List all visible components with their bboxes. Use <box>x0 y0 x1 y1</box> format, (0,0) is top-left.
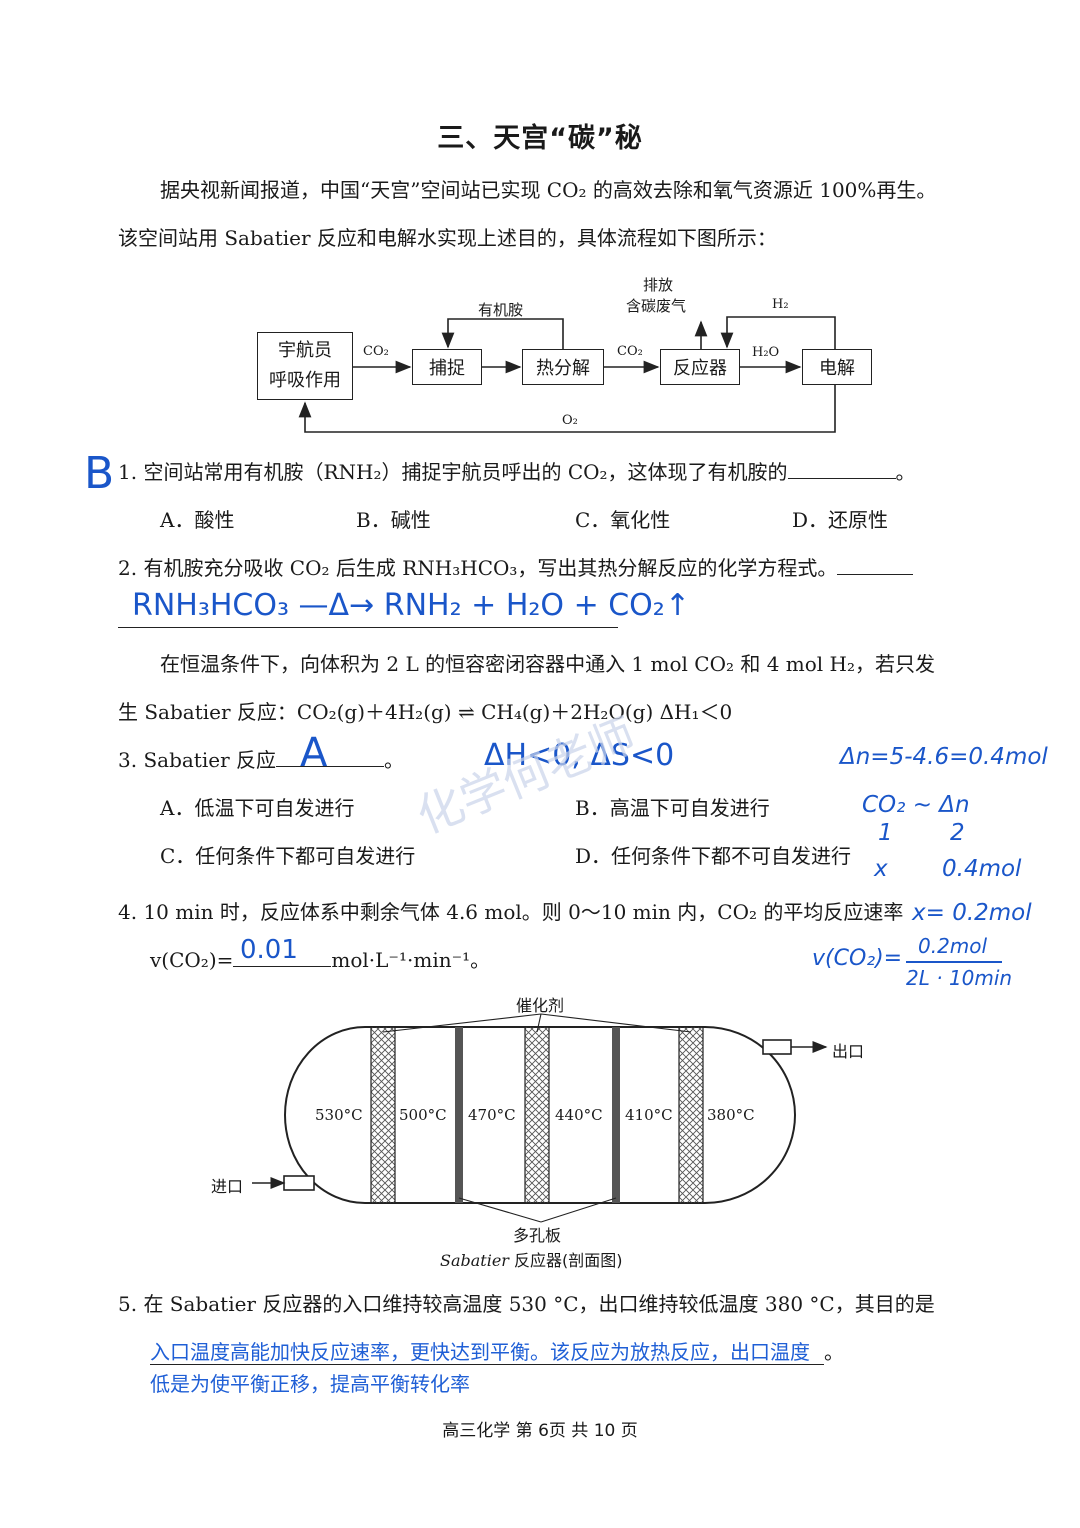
q1-text: 空间站常用有机胺（RNH₂）捕捉宇航员呼出的 CO₂，这体现了有机胺的 <box>143 460 788 484</box>
q1-option-c: C．氧化性 <box>575 508 671 532</box>
q1-option-a: A．酸性 <box>160 508 235 532</box>
exhaust-label-2: 含碳废气 <box>626 297 687 315</box>
q3-number: 3. <box>118 748 138 772</box>
catalyst-label: 催化剂 <box>516 996 565 1015</box>
q4-number: 4. <box>118 900 138 924</box>
reactor-drawing <box>252 1013 828 1223</box>
q1-end: 。 <box>895 460 916 484</box>
electrolysis-box: 电解 <box>802 349 872 385</box>
q3-question: 3. Sabatier 反应 。 <box>118 744 404 773</box>
temp-zone-2: 500°C <box>399 1106 447 1124</box>
q5-answer-1: 入口温度高能加快反应速率，更快达到平衡。该反应为放热反应，出口温度 <box>150 1340 824 1365</box>
temp-zone-6: 380°C <box>707 1106 755 1124</box>
amine-label: 有机胺 <box>478 301 524 319</box>
reactor-caption: Sabatier 反应器(剖面图) <box>440 1247 623 1271</box>
q3-text: Sabatier 反应 <box>143 748 276 772</box>
co2-label-1: CO₂ <box>363 344 389 359</box>
page-footer: 高三化学 第 6页 共 10 页 <box>442 1421 638 1441</box>
astronaut-box: 宇航员 呼吸作用 <box>257 332 353 400</box>
astronaut-label-2: 呼吸作用 <box>269 370 341 391</box>
q1-handwritten-answer: B <box>84 448 115 499</box>
condition-line-2: 生 Sabatier 反应：CO₂(g)＋4H₂(g) ⇌ CH₄(g)＋2H₂… <box>118 700 733 724</box>
q5-answer-end: 。 <box>824 1340 844 1364</box>
exhaust-label-1: 排放 <box>643 276 674 294</box>
temp-zone-3: 470°C <box>468 1106 516 1124</box>
q1-question: 1. 空间站常用有机胺（RNH₂）捕捉宇航员呼出的 CO₂，这体现了有机胺的 。 <box>118 456 916 485</box>
q5-answer-line-1: 入口温度高能加快反应速率，更快达到平衡。该反应为放热反应，出口温度。 <box>150 1336 844 1365</box>
temp-zone-5: 410°C <box>625 1106 673 1124</box>
q5-answer-2: 低是为使平衡正移，提高平衡转化率 <box>150 1372 470 1396</box>
note-fraction-bar <box>906 961 1002 963</box>
page-title: 三、天宫“碳”秘 <box>437 123 643 154</box>
intro-line-1: 据央视新闻报道，中国“天宫”空间站已实现 CO₂ 的高效去除和氧气资源近 100… <box>160 178 937 202</box>
caption-sabatier: Sabatier <box>440 1251 509 1270</box>
note-one: 1 <box>878 820 893 846</box>
decompose-box: 热分解 <box>522 349 604 385</box>
q2-handwritten-answer: RNH₃HCO₃ —Δ→ RNH₂ + H₂O + CO₂↑ <box>132 588 690 623</box>
note-0-4mol: 0.4mol <box>942 856 1022 882</box>
plate-label: 多孔板 <box>513 1226 562 1245</box>
note-v-denominator: 2L · 10min <box>906 966 1013 990</box>
note-x: x <box>874 856 888 882</box>
note-v-prefix: v(CO₂)= <box>812 946 903 971</box>
q1-number: 1. <box>118 460 138 484</box>
co2-label-2: CO₂ <box>617 344 643 359</box>
h2-label: H₂ <box>772 297 789 312</box>
q4-question: 4. 10 min 时，反应体系中剩余气体 4.6 mol。则 0～10 min… <box>118 896 903 925</box>
temp-zone-4: 440°C <box>555 1106 603 1124</box>
q1-option-b: B．碱性 <box>356 508 431 532</box>
q5-number: 5. <box>118 1292 138 1316</box>
note-v-numerator: 0.2mol <box>918 934 988 958</box>
outlet-label: 出口 <box>832 1042 865 1061</box>
caption-rest: 反应器(剖面图) <box>508 1251 623 1270</box>
q4-text: 10 min 时，反应体系中剩余气体 4.6 mol。则 0～10 min 内，… <box>143 900 904 924</box>
q3-handwritten-answer: A <box>300 730 328 776</box>
reactor-box: 反应器 <box>660 349 740 385</box>
flow-diagram-lines <box>298 316 836 433</box>
q3-option-a: A．低温下可自发进行 <box>160 796 355 820</box>
q5-question: 5. 在 Sabatier 反应器的入口维持较高温度 530 °C，出口维持较低… <box>118 1288 935 1317</box>
q5-text: 在 Sabatier 反应器的入口维持较高温度 530 °C，出口维持较低温度 … <box>143 1292 935 1316</box>
q3-option-b: B．高温下可自发进行 <box>575 796 770 820</box>
q2-text: 有机胺充分吸收 CO₂ 后生成 RNH₃HCO₃，写出其热分解反应的化学方程式。 <box>143 556 838 580</box>
astronaut-label-1: 宇航员 <box>278 340 332 361</box>
q4-rate-line: v(CO₂)= mol·L⁻¹·min⁻¹。 <box>150 944 490 973</box>
temp-zone-1: 530°C <box>315 1106 363 1124</box>
q3-end: 。 <box>384 748 404 772</box>
o2-label: O₂ <box>562 413 578 428</box>
q2-number: 2. <box>118 556 138 580</box>
q3-handwritten-note: ΔH<0, ΔS<0 <box>484 738 675 773</box>
inlet-label: 进口 <box>211 1177 244 1196</box>
note-ratio: CO₂ ~ Δn <box>862 792 970 818</box>
q2-answer-line <box>118 627 618 628</box>
q4-handwritten-answer: 0.01 <box>240 935 298 965</box>
intro-line-2: 该空间站用 Sabatier 反应和电解水实现上述目的，具体流程如下图所示： <box>118 226 777 250</box>
q1-option-d: D．还原性 <box>792 508 889 532</box>
q4-rate-prefix: v(CO₂)= <box>150 948 234 972</box>
q4-rate-unit: mol·L⁻¹·min⁻¹。 <box>331 948 491 972</box>
q3-option-c: C．任何条件下都可自发进行 <box>160 844 416 868</box>
note-x-value: x= 0.2mol <box>912 900 1032 926</box>
note-two: 2 <box>950 820 965 846</box>
capture-box: 捕捉 <box>412 349 482 385</box>
note-delta-n: Δn=5-4.6=0.4mol <box>840 744 1048 770</box>
q3-option-d: D．任何条件下都不可自发进行 <box>575 844 852 868</box>
h2o-label: H₂O <box>752 345 780 360</box>
q2-question: 2. 有机胺充分吸收 CO₂ 后生成 RNH₃HCO₃，写出其热分解反应的化学方… <box>118 552 914 581</box>
condition-line-1: 在恒温条件下，向体积为 2 L 的恒容密闭容器中通入 1 mol CO₂ 和 4… <box>160 652 936 676</box>
